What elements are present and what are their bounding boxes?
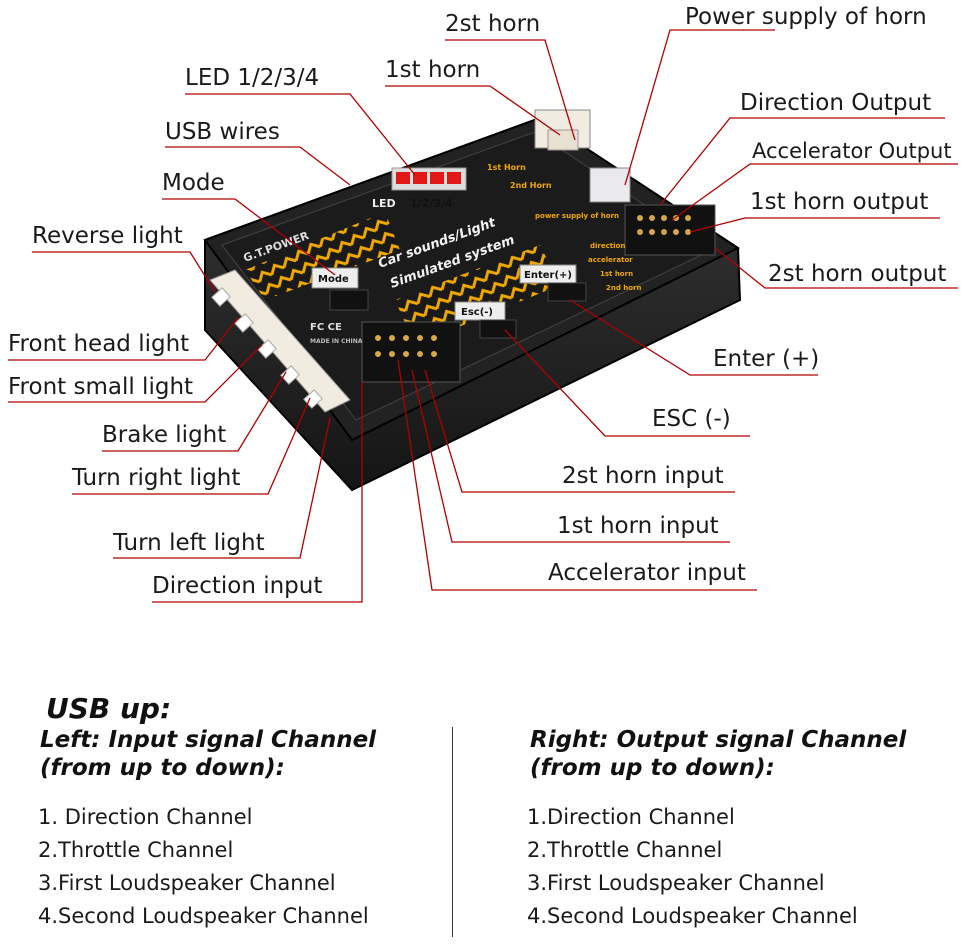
callout-horn2-output: 2st horn output [768,261,947,287]
column-divider [452,727,453,937]
top-connector [534,109,631,203]
right-heading-line2: (from up to down): [530,755,775,781]
callout-horn1-output: 1st horn output [750,189,929,215]
leader-esc [504,329,750,437]
leader-reverse-light [32,251,216,293]
left-list-item: 2.Throttle Channel [38,838,234,862]
leader-horn1-output [689,217,940,233]
leader-horn2-input [424,369,735,493]
out-direction-print: direction [590,242,625,250]
right-list-item: 3.First Loudspeaker Channel [527,871,825,895]
out-horn2-print: 2nd horn [606,284,642,292]
callout-accelerator-output: Accelerator Output [752,139,952,163]
esc-button[interactable]: Esc(-) [454,301,517,339]
callout-front-head-light: Front head light [8,331,190,357]
callout-direction-output: Direction Output [740,90,932,116]
leader-brake [102,371,287,452]
leader-front-small [8,344,263,403]
out-accelerator-print: accelerator [588,256,633,264]
led-print: LED [372,197,396,210]
callout-esc: ESC (-) [652,406,731,432]
callout-turn-right-light: Turn right light [72,465,241,491]
leader-enter [569,299,818,376]
callout-reverse-light: Reverse light [32,223,183,249]
leader-horn2 [445,39,576,141]
callout-horn2-input: 2st horn input [562,463,724,489]
callout-accelerator-input: Accelerator input [548,560,746,586]
callout-power-supply: Power supply of horn [685,4,927,30]
light-connector-strip [209,269,351,413]
leader-power-supply [624,29,775,186]
mode-button[interactable]: Mode [311,267,369,311]
leader-horn2-output [714,247,958,289]
usb-up-heading: USB up: [46,692,172,725]
left-list-item: 3.First Loudspeaker Channel [38,871,336,895]
callout-horn1-input: 1st horn input [557,513,719,539]
horn2-print: 2nd Horn [510,181,552,190]
leader-turn-left [113,417,331,559]
leader-accelerator-input [397,359,757,591]
leader-led [185,93,416,176]
leader-lines [8,29,958,603]
output-pin-header [624,204,716,256]
power-print: power supply of horn [535,212,619,220]
enter-button-label: Enter(+) [524,270,572,281]
mode-button-label: Mode [318,274,349,285]
leader-accelerator-output [671,163,958,221]
out-horn1-print: 1st horn [600,270,633,278]
chevron-pattern-left [245,212,400,300]
led-box-print: 1/2/3/4 [410,197,453,210]
made-in-print: MADE IN CHINA [310,338,363,345]
callout-mode: Mode [162,170,225,196]
left-heading-line1: Left: Input signal Channel [40,727,377,753]
input-pin-header [361,321,461,383]
callout-front-small-light: Front small light [8,374,194,400]
leader-front-head [8,317,239,361]
leader-direction-output [659,117,945,206]
device-illustration: G.T.POWER Car sounds/Light Simulated sys… [8,29,958,603]
leader-horn1-input [411,369,730,543]
callout-usb-wires: USB wires [165,119,280,145]
horn1-print: 1st Horn [487,163,526,172]
callout-led: LED 1/2/3/4 [185,65,320,91]
left-list-item: 1. Direction Channel [38,805,253,829]
callout-turn-left-light: Turn left light [113,530,265,556]
enter-button[interactable]: Enter(+) [519,264,587,302]
callout-horn2: 2st horn [445,11,541,37]
esc-button-label: Esc(-) [461,307,493,318]
leader-direction-input [152,382,363,603]
led-indicator [391,167,467,191]
leader-usb [165,146,351,186]
left-heading-line2: (from up to down): [40,755,285,781]
right-list-item: 4.Second Loudspeaker Channel [527,904,858,928]
callout-brake-light: Brake light [102,422,227,448]
right-list-item: 2.Throttle Channel [527,838,723,862]
leader-mode [162,198,336,276]
right-heading-line1: Right: Output signal Channel [530,727,907,753]
leader-horn1 [385,85,561,136]
cert-print: FC CE [310,322,342,333]
leader-turn-right [72,397,311,495]
right-list-item: 1.Direction Channel [527,805,735,829]
callout-horn1: 1st horn [385,57,481,83]
left-list-item: 4.Second Loudspeaker Channel [38,904,369,928]
callout-enter: Enter (+) [713,346,820,372]
callout-direction-input: Direction input [152,573,323,599]
chevron-pattern-right [395,245,560,345]
